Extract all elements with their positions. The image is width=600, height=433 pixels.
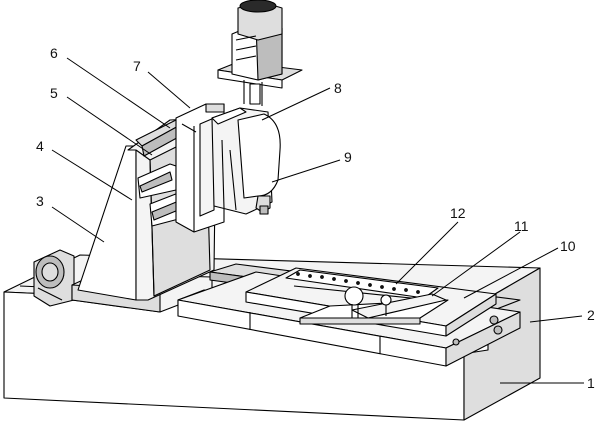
top-motor [217,0,303,106]
spindle [211,107,281,215]
label-7: 7 [133,58,141,74]
part-labels: 1 2 3 4 5 6 7 8 9 10 11 12 [36,45,595,391]
label-5: 5 [50,85,58,101]
leader-10 [463,247,559,299]
label-2: 2 [587,307,595,323]
leader-7 [147,71,191,109]
leader-4 [51,149,133,201]
leader-12 [395,221,459,285]
label-12: 12 [450,205,466,221]
leader-9 [271,159,341,183]
label-1: 1 [587,375,595,391]
leader-6 [66,57,171,129]
leader-11 [431,231,521,297]
hole-row [296,272,420,294]
leader-2 [529,315,583,323]
label-3: 3 [36,193,44,209]
leader-3 [51,206,105,243]
left-motor [33,249,75,307]
label-6: 6 [50,45,58,61]
label-11: 11 [514,218,529,234]
label-4: 4 [36,138,44,154]
leader-8 [261,87,331,121]
label-8: 8 [334,80,342,96]
clamp-fixture [299,286,449,325]
label-10: 10 [560,238,576,254]
leader-5 [66,96,153,156]
leader-lines [51,57,584,384]
label-9: 9 [344,149,352,165]
end-screws [452,315,503,346]
